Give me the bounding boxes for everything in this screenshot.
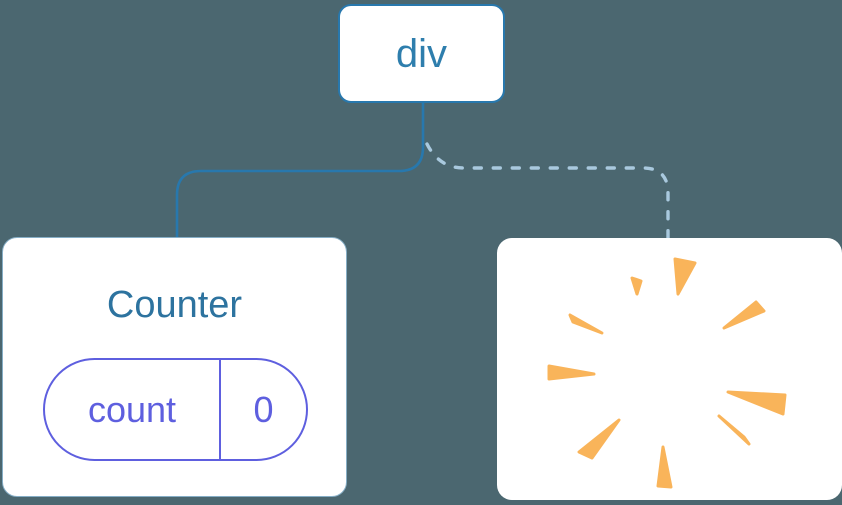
component-title: Counter	[106, 284, 243, 326]
state-pill-divider	[219, 360, 221, 459]
root-node-label: div	[395, 31, 448, 76]
poof-ray	[717, 414, 751, 446]
edge-kept-line	[175, 103, 425, 238]
poof-ray	[673, 257, 697, 296]
removed-component-card	[497, 238, 842, 500]
poof-ray	[547, 364, 596, 381]
counter-component-card: Counter count 0	[2, 237, 347, 497]
poof-ray	[630, 276, 643, 296]
poof-icon	[547, 257, 787, 489]
poof-ray	[726, 390, 787, 416]
edge-removed-dashed-line	[425, 142, 670, 241]
state-name: count	[87, 388, 177, 430]
poof-ray	[656, 445, 673, 489]
state-value: 0	[253, 388, 274, 430]
tree-node-root: div	[338, 4, 505, 103]
poof-ray	[568, 313, 604, 335]
poof-ray	[577, 418, 621, 460]
state-pill: count 0	[43, 358, 308, 461]
poof-ray	[722, 300, 766, 330]
